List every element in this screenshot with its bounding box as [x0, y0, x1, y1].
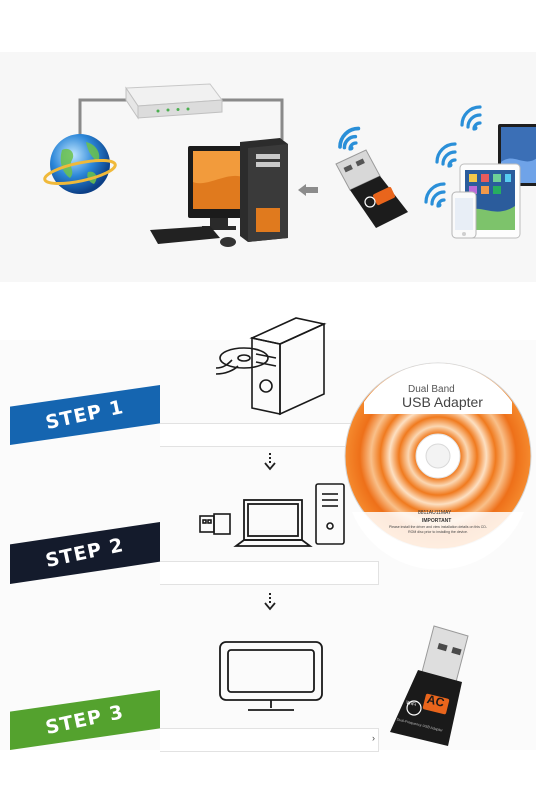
cd-important-label: IMPORTANT	[422, 518, 452, 524]
wifi-signal-icon	[424, 182, 446, 208]
globe-internet-icon	[43, 134, 117, 194]
computer-tower-cd-illustration	[215, 317, 327, 416]
wifi-signal-icon	[460, 105, 482, 131]
cd-title-line2: USB Adapter	[402, 394, 483, 410]
step-3-line	[160, 728, 379, 752]
router-illustration	[125, 83, 223, 120]
usb-adapter-illustration	[335, 149, 408, 228]
desktop-tower-outline-icon	[315, 483, 345, 545]
step-2-label: STEP 2	[43, 533, 127, 573]
wifi-signal-icon	[338, 126, 361, 151]
arrow-down-icon	[264, 593, 276, 611]
step-2-line	[160, 561, 379, 585]
driver-cd-disc: Dual Band USB Adapter 8811AU11MAY IMPORT…	[344, 362, 532, 570]
monitor-outline-icon	[219, 641, 323, 711]
step-3-line-caret: ›	[372, 733, 375, 743]
step-1-label: STEP 1	[43, 395, 127, 435]
step-1-line	[160, 423, 379, 447]
laptop-outline-icon	[233, 499, 313, 547]
arrow-down-icon	[264, 453, 276, 471]
usb-plug-outline-icon	[199, 513, 231, 535]
desktop-computer-illustration	[150, 138, 288, 247]
usb-wifi-adapter-product: AC WiFi Dual-Frequency USB Adapter	[382, 622, 482, 752]
cd-install-note: Please install the driver and view insta…	[388, 525, 488, 534]
wifi-signal-icon	[435, 142, 457, 168]
cd-serial: 8811AU11MAY	[418, 510, 452, 516]
network-cables	[78, 98, 284, 140]
phone-device-illustration	[451, 191, 477, 239]
step-3-label: STEP 3	[43, 700, 127, 740]
arrow-left-icon	[298, 184, 318, 196]
cd-title-line1: Dual Band	[408, 384, 455, 395]
